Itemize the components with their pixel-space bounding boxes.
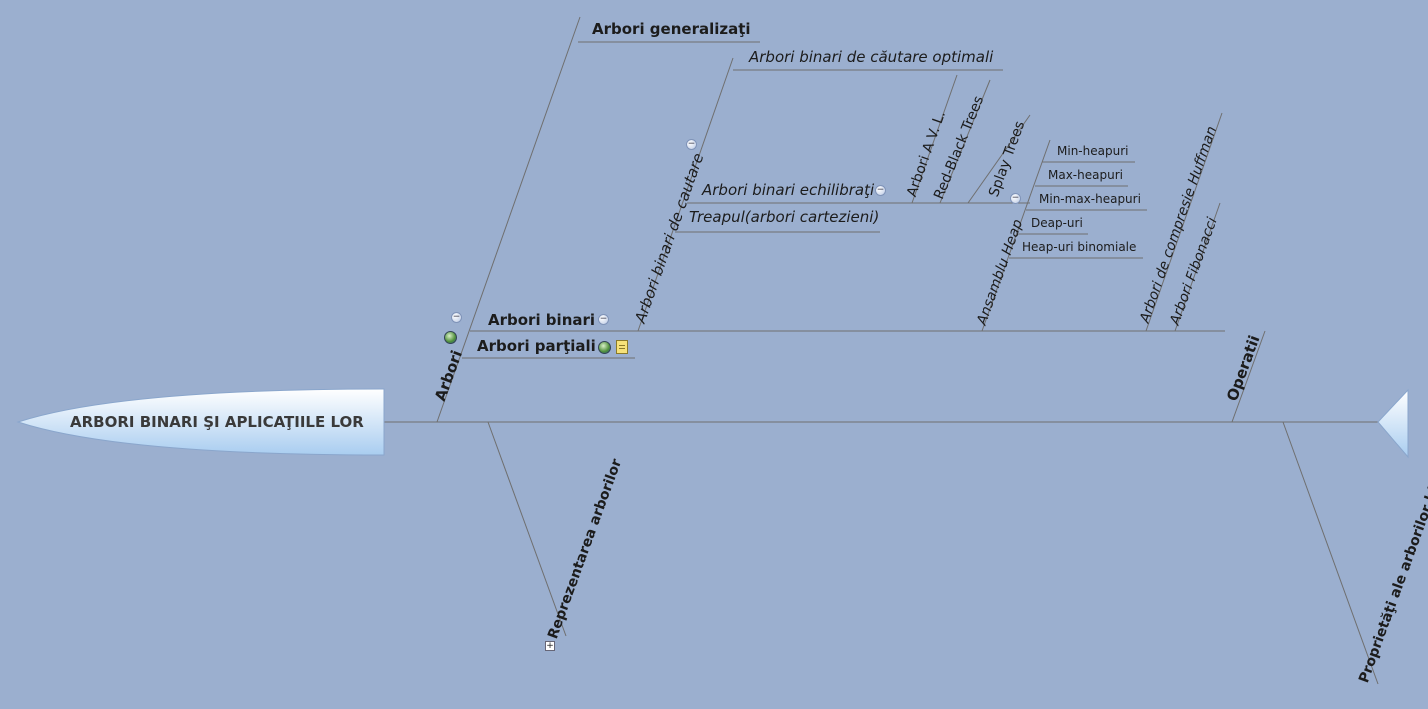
collapse-icon[interactable]: − — [1010, 193, 1021, 204]
arbori-bone — [436, 16, 581, 423]
topic-arbori-echilibrati[interactable]: Arbori binari echilibraţi — [702, 181, 875, 199]
topic-arbori-generalizati[interactable]: Arbori generalizaţi — [592, 20, 751, 38]
collapse-icon[interactable]: − — [598, 314, 609, 325]
topic-arbori-partiali[interactable]: Arbori parţiali — [477, 337, 596, 355]
note-icon[interactable] — [616, 340, 628, 354]
topic-treapul[interactable]: Treapul(arbori cartezieni) — [689, 208, 880, 226]
collapse-icon[interactable]: − — [875, 185, 886, 196]
topic-deap-uri[interactable]: Deap-uri — [1031, 216, 1083, 230]
globe-icon[interactable] — [598, 341, 611, 354]
topic-heap-uri-binomiale[interactable]: Heap-uri binomiale — [1022, 240, 1137, 254]
fishbone-tail — [1377, 388, 1409, 459]
collapse-icon[interactable]: − — [686, 139, 697, 150]
topic-max-heapuri[interactable]: Max-heapuri — [1048, 168, 1123, 182]
topic-min-max-heapuri[interactable]: Min-max-heapuri — [1039, 192, 1141, 206]
topic-arbori-binari[interactable]: Arbori binari — [488, 311, 596, 329]
collapse-icon[interactable]: − — [451, 312, 462, 323]
central-topic-shape — [16, 388, 385, 456]
topic-arbori-optimali[interactable]: Arbori binari de căutare optimali — [749, 48, 994, 66]
central-topic[interactable]: ARBORI BINARI ŞI APLICAŢIILE LOR — [70, 413, 364, 431]
topic-min-heapuri[interactable]: Min-heapuri — [1057, 144, 1129, 158]
globe-icon[interactable] — [444, 331, 457, 344]
expand-icon[interactable]: + — [545, 641, 555, 651]
